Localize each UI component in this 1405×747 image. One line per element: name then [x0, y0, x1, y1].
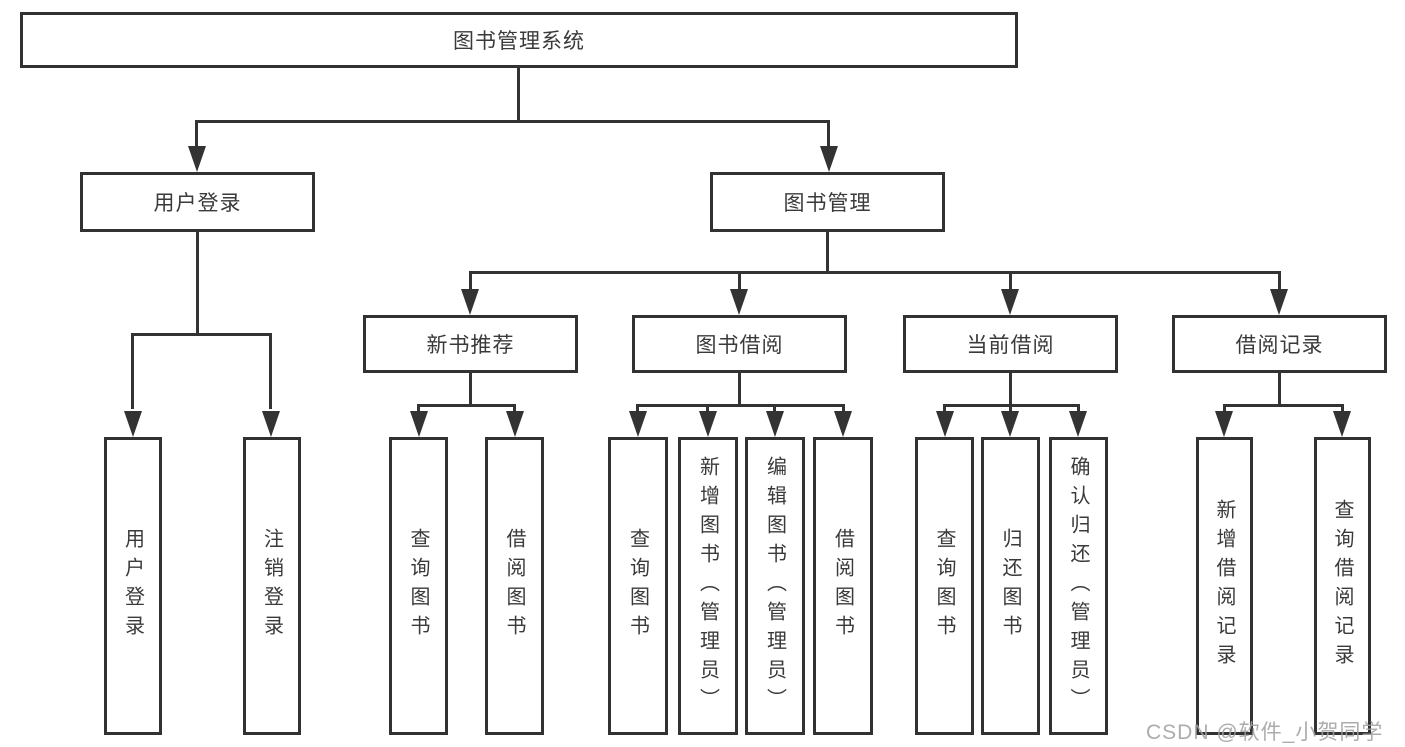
connector-line — [196, 232, 199, 336]
connector-line — [1009, 271, 1012, 291]
connector-line — [943, 404, 946, 414]
node-new-book-recommendation: 新书推荐 — [363, 315, 578, 373]
connector-line — [738, 373, 741, 407]
arrowhead-down-icon — [506, 411, 524, 437]
arrowhead-down-icon — [1333, 411, 1351, 437]
connector-line — [513, 404, 516, 414]
arrowhead-down-icon — [1270, 289, 1288, 315]
connector-line — [738, 271, 741, 291]
arrowhead-down-icon — [1001, 411, 1019, 437]
leaf-borrow-books: 借阅图书 — [813, 437, 873, 735]
arrowhead-down-icon — [820, 146, 838, 172]
connector-line — [469, 271, 1281, 274]
leaf-add-borrow-record: 新增借阅记录 — [1196, 437, 1253, 735]
arrowhead-down-icon — [1215, 411, 1233, 437]
connector-line — [826, 232, 829, 274]
watermark-text: CSDN @软件_小贺同学 — [1146, 721, 1384, 744]
connector-line — [1341, 404, 1344, 414]
connector-line — [195, 120, 198, 150]
leaf-label: 确认归还（管理员） — [1067, 455, 1089, 717]
node-book-management: 图书管理 — [710, 172, 945, 232]
connector-line — [469, 373, 472, 407]
arrowhead-down-icon — [188, 146, 206, 172]
leaf-logout-login: 注销登录 — [243, 437, 301, 735]
arrowhead-down-icon — [410, 411, 428, 437]
leaf-label: 新增图书（管理员） — [696, 455, 719, 717]
connector-line — [1009, 373, 1012, 407]
leaf-label: 查询图书 — [933, 528, 955, 644]
arrowhead-down-icon — [262, 411, 280, 437]
leaf-label: 查询借阅记录 — [1331, 499, 1353, 673]
connector-line — [131, 333, 272, 336]
connector-line — [706, 404, 709, 414]
connector-line — [1278, 373, 1281, 407]
leaf-label: 新增借阅记录 — [1213, 499, 1235, 673]
connector-line — [417, 404, 516, 407]
leaf-edit-books-admin: 编辑图书（管理员） — [745, 437, 805, 735]
arrowhead-down-icon — [699, 411, 717, 437]
node-current-borrowing: 当前借阅 — [903, 315, 1118, 373]
node-library-management-system: 图书管理系统 — [20, 12, 1018, 68]
leaf-borrow-books-recommend: 借阅图书 — [485, 437, 544, 735]
leaf-label: 归还图书 — [999, 528, 1021, 644]
connector-line — [1223, 404, 1226, 414]
leaf-label: 借阅图书 — [503, 528, 525, 644]
arrowhead-down-icon — [124, 411, 142, 437]
leaf-query-books-borrowing: 查询图书 — [608, 437, 668, 735]
leaf-label: 编辑图书（管理员） — [763, 455, 786, 717]
arrowhead-down-icon — [1001, 289, 1019, 315]
connector-line — [1077, 404, 1080, 414]
arrowhead-down-icon — [461, 289, 479, 315]
leaf-label: 查询图书 — [626, 528, 649, 644]
arrowhead-down-icon — [834, 411, 852, 437]
connector-line — [842, 404, 845, 414]
leaf-query-books-recommend: 查询图书 — [389, 437, 448, 735]
leaf-query-borrow-record: 查询借阅记录 — [1314, 437, 1371, 735]
arrowhead-down-icon — [766, 411, 784, 437]
node-borrowing-records: 借阅记录 — [1172, 315, 1387, 373]
connector-line — [827, 120, 830, 150]
connector-line — [469, 271, 472, 291]
leaf-return-books: 归还图书 — [981, 437, 1040, 735]
arrowhead-down-icon — [1069, 411, 1087, 437]
connector-line — [269, 333, 272, 409]
leaf-confirm-return-admin: 确认归还（管理员） — [1049, 437, 1108, 735]
leaf-label: 用户登录 — [121, 528, 144, 644]
leaf-label: 注销登录 — [260, 528, 283, 644]
leaf-label: 借阅图书 — [831, 528, 854, 644]
node-book-borrowing: 图书借阅 — [632, 315, 847, 373]
connector-line — [636, 404, 639, 414]
connector-line — [517, 68, 520, 122]
arrowhead-down-icon — [730, 289, 748, 315]
leaf-add-books-admin: 新增图书（管理员） — [678, 437, 738, 735]
connector-line — [1223, 404, 1344, 407]
connector-line — [773, 404, 776, 414]
connector-line — [1278, 271, 1281, 291]
node-user-login: 用户登录 — [80, 172, 315, 232]
connector-line — [1009, 404, 1012, 414]
arrowhead-down-icon — [629, 411, 647, 437]
leaf-label: 查询图书 — [407, 528, 429, 644]
connector-line — [417, 404, 420, 414]
connector-line — [636, 404, 845, 407]
connector-line — [195, 120, 830, 123]
arrowhead-down-icon — [936, 411, 954, 437]
leaf-user-login: 用户登录 — [104, 437, 162, 735]
leaf-query-books-current: 查询图书 — [915, 437, 974, 735]
connector-line — [131, 333, 134, 409]
